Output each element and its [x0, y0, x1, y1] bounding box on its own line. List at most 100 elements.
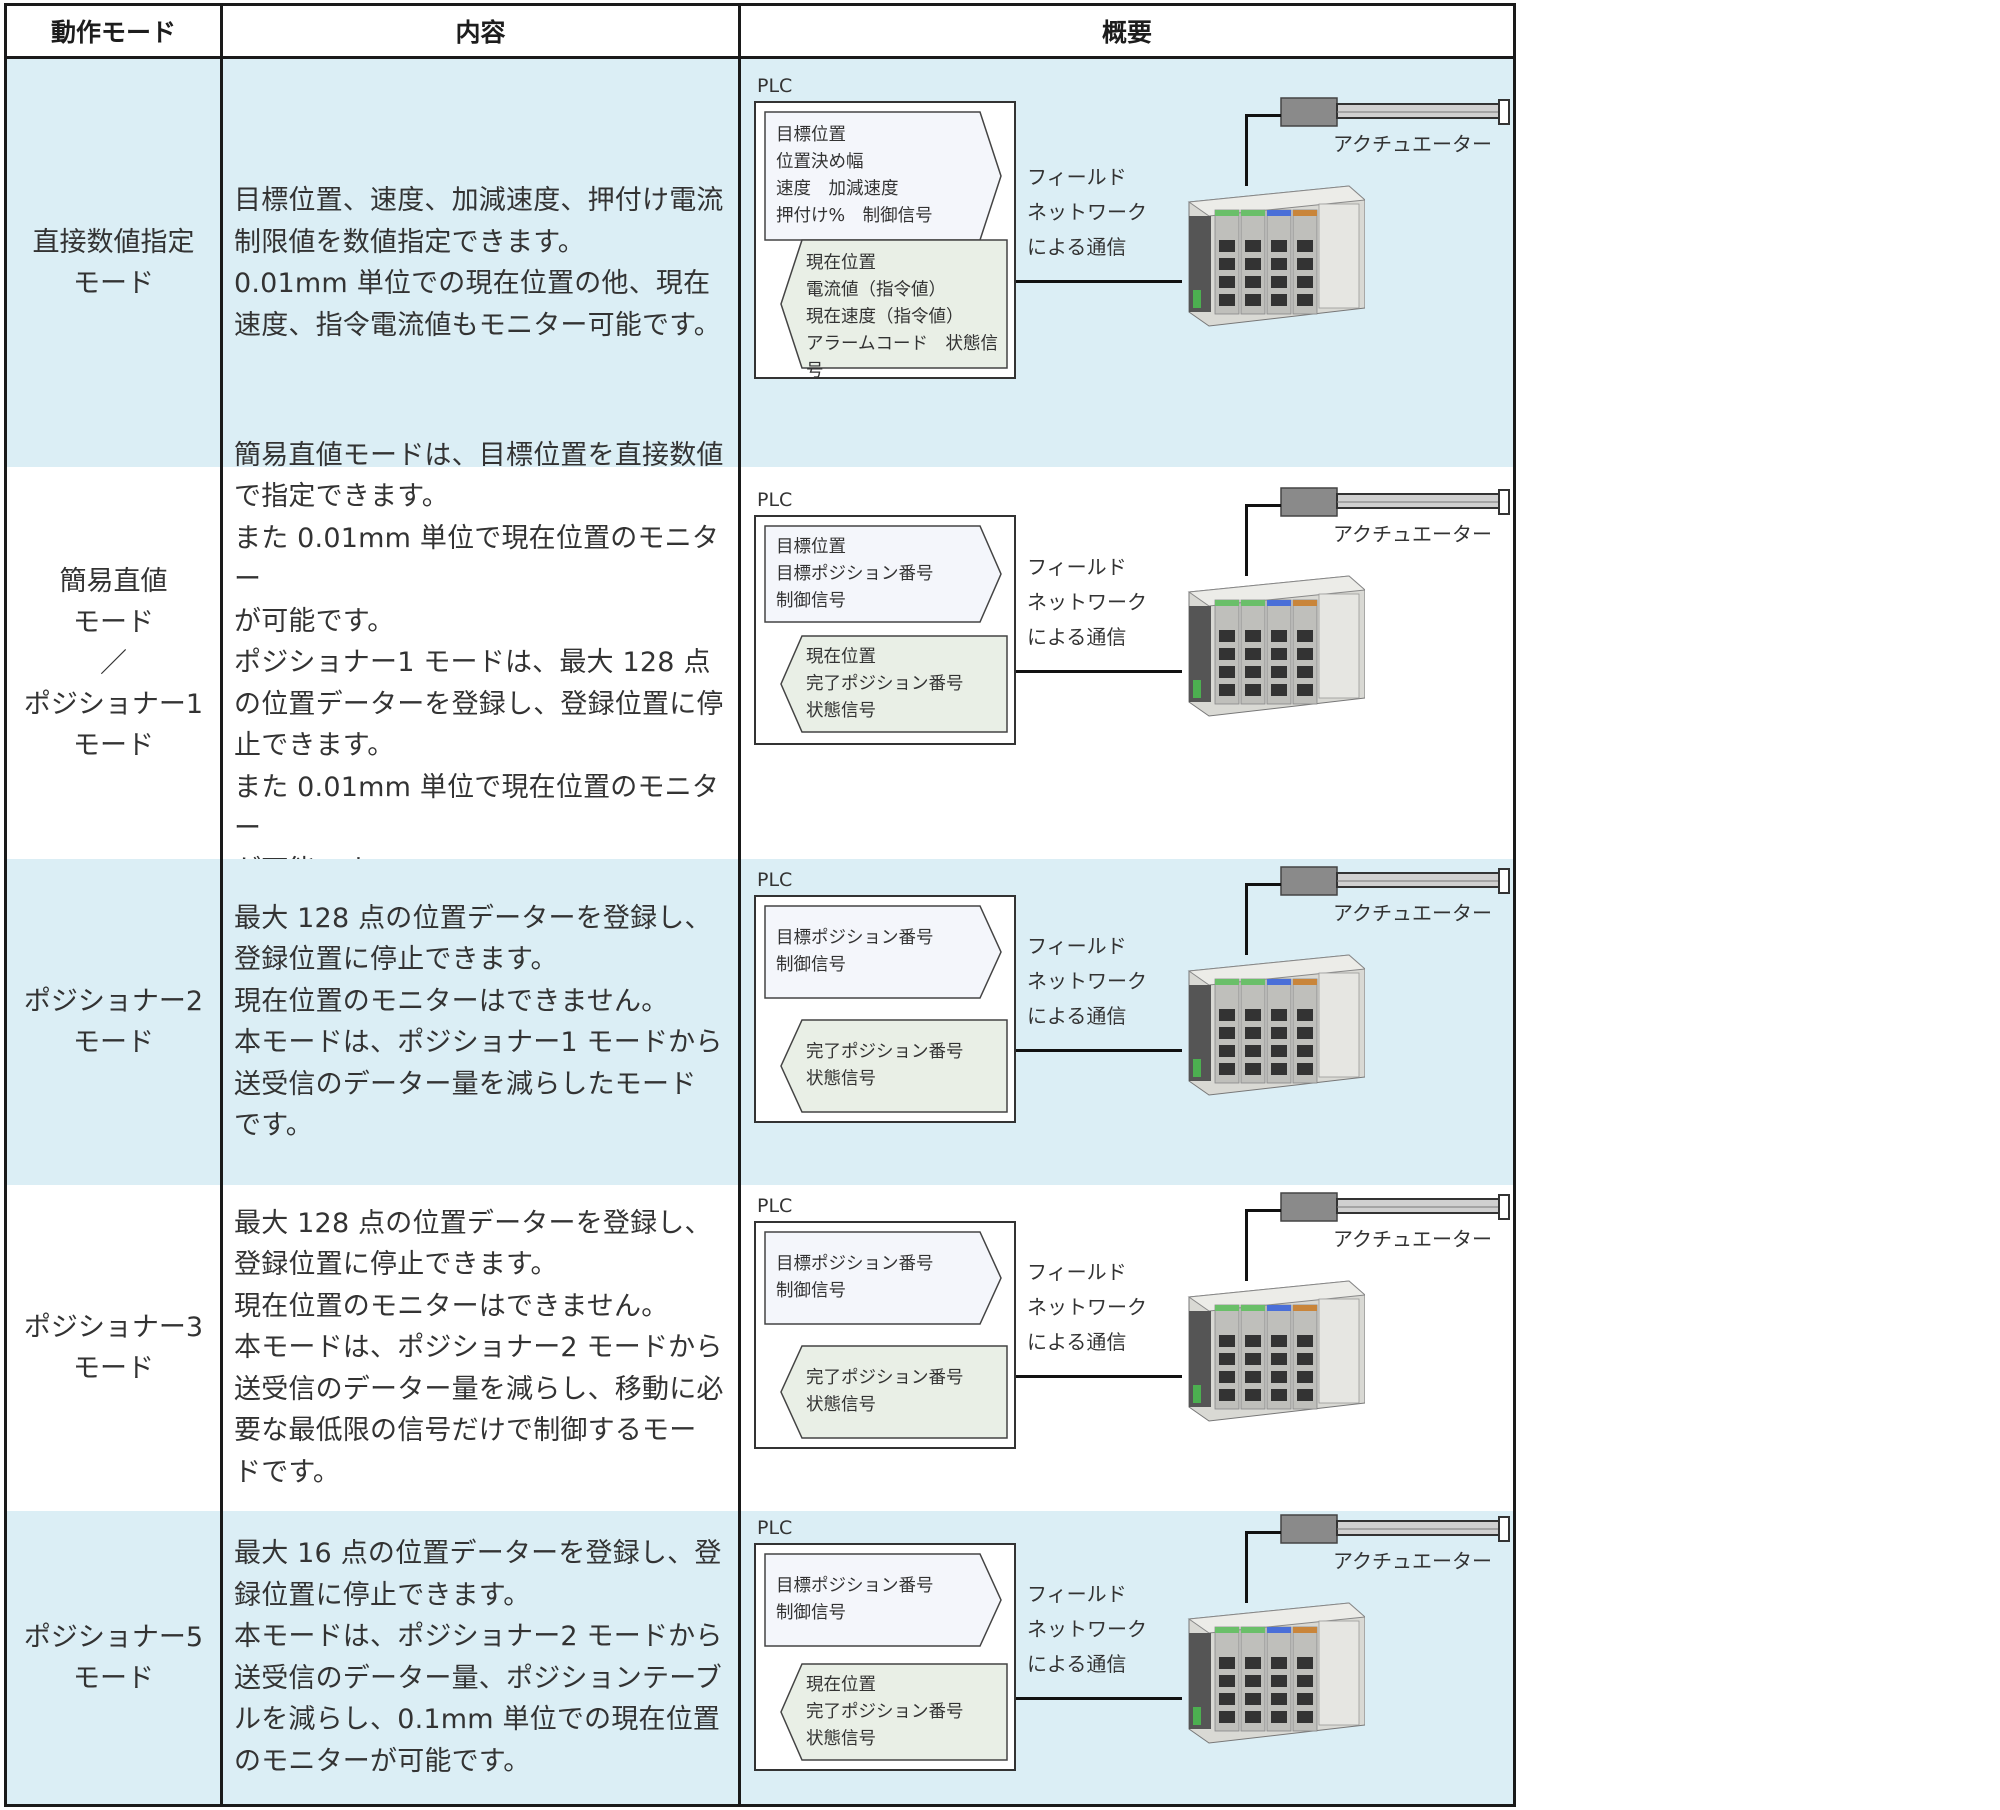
column-divider: [220, 6, 223, 1804]
mode-name-cell: 直接数値指定 モード: [7, 59, 220, 467]
command-arrow: [764, 111, 1002, 241]
description-cell: 最大 16 点の位置データーを登録し、登 録位置に停止できます。 本モードは、ポ…: [234, 1511, 734, 1804]
command-signals: 目標ポジション番号 制御信号: [776, 1576, 934, 1623]
mode-name: 直接数値指定 モード: [32, 227, 195, 299]
plc-box: 目標ポジション番号 制御信号 完了ポジション番号 状態信号: [754, 1221, 1016, 1449]
response-signals: 完了ポジション番号 状態信号: [806, 1042, 964, 1089]
header-mode: 動作モード: [50, 18, 176, 47]
actuator-image: [1279, 1187, 1511, 1231]
description-text: 最大 128 点の位置データーを登録し、 登録位置に停止できます。 現在位置のモ…: [234, 902, 723, 1142]
mode-name-cell: ポジショナー3 モード: [7, 1185, 220, 1511]
network-cable: [1016, 670, 1182, 673]
actuator-image: [1279, 1509, 1511, 1553]
response-signals: 完了ポジション番号 状態信号: [806, 1368, 964, 1415]
command-signals: 目標ポジション番号 制御信号: [776, 928, 934, 975]
actuator-label: アクチュエーター: [1333, 522, 1492, 546]
table-row: 簡易直値 モード ／ ポジショナー1 モード 簡易直値モードは、目標位置を直接数…: [7, 440, 1513, 886]
plc-box: 目標ポジション番号 制御信号 完了ポジション番号 状態信号: [754, 895, 1016, 1123]
actuator-label: アクチュエーター: [1333, 1227, 1492, 1251]
controller-device-image: [1179, 570, 1367, 724]
actuator-cable: [1245, 883, 1248, 955]
network-cable: [1016, 1375, 1182, 1378]
controller-device-image: [1179, 180, 1367, 334]
description-text: 最大 16 点の位置データーを登録し、登 録位置に停止できます。 本モードは、ポ…: [234, 1538, 723, 1777]
field-network-label: フィールド ネットワーク による通信: [1027, 165, 1147, 259]
controller-device-icon: [1187, 954, 1367, 1096]
overview-diagram: PLC 目標位置 目標ポジション番号 制御信号 現在位置 完了ポジション番号 状…: [737, 467, 1513, 859]
controller-device-icon: [1187, 575, 1367, 717]
command-arrow: [764, 1553, 1002, 1647]
actuator-image: [1279, 482, 1511, 526]
field-network-label: フィールド ネットワーク による通信: [1027, 1260, 1147, 1354]
actuator-image: [1279, 92, 1511, 136]
actuator-cable: [1245, 883, 1281, 886]
response-arrow: [780, 635, 1008, 733]
response-signals: 現在位置 完了ポジション番号 状態信号: [806, 646, 964, 721]
network-cable: [1016, 1697, 1182, 1700]
controller-device-image: [1179, 949, 1367, 1103]
mode-name-cell: ポジショナー5 モード: [7, 1511, 220, 1804]
actuator-label: アクチュエーター: [1333, 901, 1492, 925]
mode-name: ポジショナー3 モード: [23, 1312, 204, 1384]
command-arrow: [764, 525, 1002, 623]
actuator-icon: [1280, 97, 1510, 127]
command-signals: 目標ポジション番号 制御信号: [776, 1254, 934, 1301]
overview-diagram: PLC 目標ポジション番号 制御信号 完了ポジション番号 状態信号 フィールド …: [737, 859, 1513, 1185]
header-overview: 概要: [1101, 18, 1152, 47]
plc-box: 目標位置 位置決め幅 速度 加減速度 押付け% 制御信号 現在位置 電流値（指令…: [754, 101, 1016, 381]
description-cell: 目標位置、速度、加減速度、押付け電流 制限値を数値指定できます。 0.01mm …: [234, 59, 734, 467]
plc-label: PLC: [757, 869, 793, 891]
field-network-label: フィールド ネットワーク による通信: [1027, 555, 1147, 649]
plc-label: PLC: [757, 1517, 793, 1539]
header-content: 内容: [455, 18, 506, 47]
table-row: ポジショナー2 モード 最大 128 点の位置データーを登録し、 登録位置に停止…: [7, 859, 1513, 1185]
description-cell: 簡易直値モードは、目標位置を直接数値 で指定できます。 また 0.01mm 単位…: [234, 440, 734, 886]
mode-name-cell: ポジショナー2 モード: [7, 859, 220, 1185]
description-text: 最大 128 点の位置データーを登録し、 登録位置に停止できます。 現在位置のモ…: [234, 1207, 724, 1488]
command-arrow: [764, 1231, 1002, 1325]
mode-name: ポジショナー5 モード: [23, 1621, 204, 1694]
response-arrow: [780, 1663, 1008, 1761]
overview-diagram: PLC 目標ポジション番号 制御信号 現在位置 完了ポジション番号 状態信号 フ…: [737, 1511, 1513, 1804]
response-signals: 現在位置 電流値（指令値） 現在速度（指令値） アラームコード 状態信号: [806, 253, 998, 381]
response-arrow: [780, 1019, 1008, 1113]
actuator-icon: [1280, 487, 1510, 517]
response-arrow: [780, 239, 1008, 369]
field-network-label: フィールド ネットワーク による通信: [1027, 1582, 1147, 1676]
table-row: ポジショナー5 モード 最大 16 点の位置データーを登録し、登 録位置に停止で…: [7, 1511, 1513, 1804]
description-cell: 最大 128 点の位置データーを登録し、 登録位置に停止できます。 現在位置のモ…: [234, 859, 734, 1185]
plc-box: 目標ポジション番号 制御信号 現在位置 完了ポジション番号 状態信号: [754, 1543, 1016, 1771]
command-signals: 目標位置 位置決め幅 速度 加減速度 押付け% 制御信号: [776, 125, 933, 226]
response-arrow: [780, 1345, 1008, 1439]
command-arrow: [764, 905, 1002, 999]
plc-label: PLC: [757, 1195, 793, 1217]
mode-name: 簡易直値 モード ／ ポジショナー1 モード: [23, 565, 204, 761]
overview-diagram: PLC 目標位置 位置決め幅 速度 加減速度 押付け% 制御信号 現在位置 電流…: [737, 59, 1513, 467]
actuator-cable: [1245, 1531, 1281, 1534]
controller-device-icon: [1187, 185, 1367, 327]
plc-box: 目標位置 目標ポジション番号 制御信号 現在位置 完了ポジション番号 状態信号: [754, 515, 1016, 745]
network-cable: [1016, 1049, 1182, 1052]
network-cable: [1016, 280, 1182, 283]
plc-label: PLC: [757, 489, 793, 511]
table-header-row: 動作モード 内容 概要: [7, 6, 1513, 59]
controller-device-icon: [1187, 1280, 1367, 1422]
controller-device-icon: [1187, 1602, 1367, 1744]
actuator-cable: [1245, 504, 1248, 576]
plc-label: PLC: [757, 75, 793, 97]
actuator-label: アクチュエーター: [1333, 132, 1492, 156]
control-mode-table: 動作モード 内容 概要 直接数値指定 モード 目標位置、速度、加減速度、押付け電…: [4, 3, 1516, 1807]
description-text: 目標位置、速度、加減速度、押付け電流 制限値を数値指定できます。 0.01mm …: [234, 185, 724, 341]
actuator-icon: [1280, 1192, 1510, 1222]
table-row: ポジショナー3 モード 最大 128 点の位置データーを登録し、 登録位置に停止…: [7, 1185, 1513, 1511]
mode-name-cell: 簡易直値 モード ／ ポジショナー1 モード: [7, 467, 220, 859]
actuator-cable: [1245, 1209, 1248, 1281]
mode-name: ポジショナー2 モード: [23, 986, 204, 1058]
command-signals: 目標位置 目標ポジション番号 制御信号: [776, 536, 934, 611]
table-row: 直接数値指定 モード 目標位置、速度、加減速度、押付け電流 制限値を数値指定でき…: [7, 59, 1513, 467]
controller-device-image: [1179, 1597, 1367, 1751]
actuator-icon: [1280, 866, 1510, 896]
controller-device-image: [1179, 1275, 1367, 1429]
actuator-cable: [1245, 504, 1281, 507]
column-divider: [738, 6, 741, 1804]
